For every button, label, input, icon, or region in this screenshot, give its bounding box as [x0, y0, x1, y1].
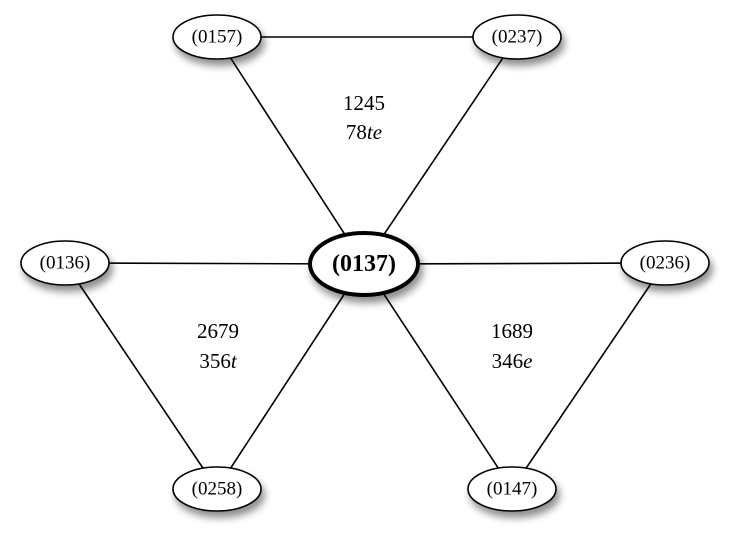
face-label-left: 2679 356t	[197, 319, 239, 373]
node-label: (0237)	[492, 27, 543, 48]
face-word: 356t	[199, 349, 238, 373]
edge-0237-0137	[363, 36, 518, 265]
edge-0157-0137	[216, 36, 365, 265]
node-label: (0157)	[192, 27, 243, 48]
edge-0137-0147	[363, 263, 513, 490]
face-number: 1245	[343, 91, 385, 115]
edge-0258-0137	[216, 263, 365, 490]
face-number: 2679	[197, 319, 239, 343]
face-number: 1689	[491, 319, 533, 343]
edge-0136-0258	[64, 262, 218, 490]
node-0137-center: (0137)	[308, 231, 420, 297]
node-label: (0147)	[487, 479, 538, 500]
face-word: 78te	[346, 120, 382, 144]
edge-0236-0147	[511, 262, 666, 490]
node-label: (0236)	[640, 253, 691, 274]
edges	[64, 36, 666, 490]
node-0147: (0147)	[467, 466, 557, 512]
center-node-label: (0137)	[332, 251, 396, 277]
node-0136: (0136)	[20, 240, 110, 286]
face-label-top: 1245 78te	[343, 91, 385, 144]
face-label-right: 1689 346e	[491, 319, 533, 373]
node-0237: (0237)	[472, 14, 562, 60]
face-word: 346e	[492, 349, 533, 373]
node-0236: (0236)	[620, 240, 710, 286]
node-0258: (0258)	[172, 466, 262, 512]
node-label: (0136)	[40, 253, 91, 274]
node-label: (0258)	[192, 479, 243, 500]
node-0157: (0157)	[172, 14, 262, 60]
